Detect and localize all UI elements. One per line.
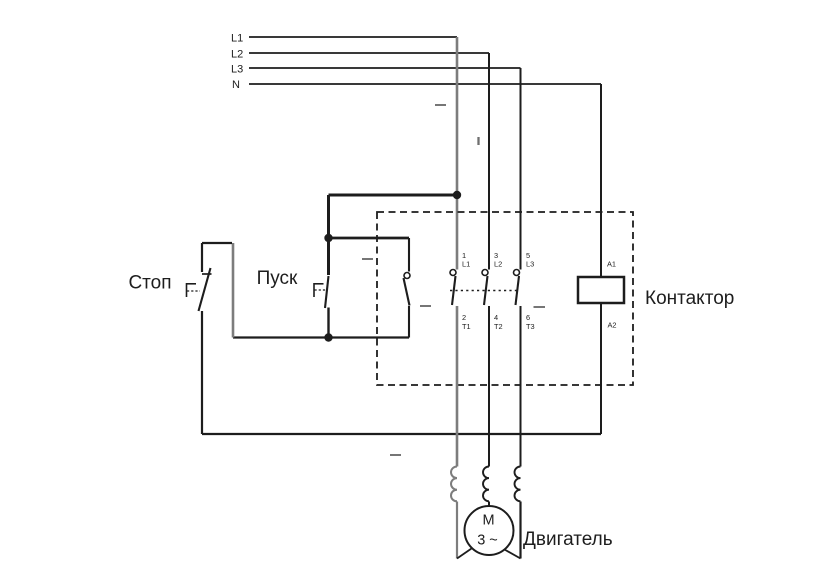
coil-terminal-a2-label: A2 bbox=[608, 321, 617, 330]
contact-terminal-circle bbox=[512, 268, 521, 277]
pole1-bottom-terminal-name: T1 bbox=[462, 322, 471, 331]
pole1-top-terminal-number: 1 bbox=[462, 251, 466, 260]
pole3-bottom-terminal-name: T3 bbox=[526, 322, 535, 331]
coil-terminal-a1-label: A1 bbox=[607, 260, 616, 269]
pole2-top-terminal-number: 3 bbox=[494, 251, 498, 260]
junction-dot bbox=[452, 190, 462, 200]
contact-terminal-circle bbox=[481, 268, 489, 277]
pole1-bottom-terminal-number: 2 bbox=[462, 313, 466, 322]
contactor-coil: A1 A2 bbox=[576, 260, 626, 330]
coil-symbol bbox=[576, 275, 626, 305]
main-contact-pole-2: 3 L2 4 T2 bbox=[481, 251, 503, 331]
rail-label-l1: L1 bbox=[231, 33, 243, 45]
motor-label: Двигатель bbox=[523, 529, 613, 550]
stop-button-symbol: Стоп bbox=[128, 243, 212, 312]
contact-terminal-circle bbox=[449, 268, 457, 277]
contactor-box: Контактор bbox=[376, 211, 734, 386]
main-contact-pole-3: 5 L3 6 T3 bbox=[512, 251, 535, 331]
aux-contact-symbol bbox=[402, 238, 411, 338]
contact-blade bbox=[323, 275, 330, 309]
main-contact-pole-1: 1 L1 2 T1 bbox=[449, 251, 471, 331]
choke-coil-l3 bbox=[513, 465, 521, 503]
start-button-symbol: Пуск bbox=[257, 238, 330, 338]
stop-label: Стоп bbox=[128, 273, 171, 294]
artifact-marks bbox=[362, 104, 545, 456]
motor-lead-right-diagonal bbox=[504, 548, 521, 560]
pole3-top-terminal-number: 5 bbox=[526, 251, 530, 260]
rail-label-l2: L2 bbox=[231, 49, 243, 61]
pole2-bottom-terminal-number: 4 bbox=[494, 313, 498, 322]
pole3-bottom-terminal-number: 6 bbox=[526, 313, 530, 322]
contact-blade bbox=[402, 277, 411, 306]
motor-letter: M bbox=[482, 513, 494, 529]
contactor-label: Контактор bbox=[645, 288, 734, 309]
motor-phase-symbol: 3 ~ bbox=[477, 533, 498, 549]
pole2-bottom-terminal-name: T2 bbox=[494, 322, 503, 331]
choke-coil-l2 bbox=[482, 465, 490, 503]
start-label: Пуск bbox=[257, 268, 298, 289]
main-contact-poles: 1 L1 2 T1 3 L2 4 T2 5 L3 6 T3 bbox=[449, 251, 535, 467]
choke-coil-l1 bbox=[450, 465, 458, 503]
motor-circle bbox=[463, 505, 515, 556]
power-rails: L1 L2 L3 N bbox=[231, 33, 602, 277]
rail-label-n: N bbox=[232, 79, 240, 91]
contact-terminal-circle bbox=[403, 271, 411, 280]
control-circuit-wires bbox=[200, 190, 602, 436]
motor-lead-left-diagonal bbox=[456, 547, 473, 560]
pole2-top-terminal-name: L2 bbox=[494, 260, 502, 269]
contactor-boundary bbox=[376, 211, 634, 386]
pole1-top-terminal-name: L1 bbox=[462, 260, 470, 269]
pole3-top-terminal-name: L3 bbox=[526, 260, 534, 269]
contact-blade bbox=[514, 275, 521, 306]
motor-symbol: M 3 ~ Двигатель bbox=[450, 465, 613, 560]
rail-label-l3: L3 bbox=[231, 64, 243, 76]
contact-blade bbox=[450, 275, 457, 306]
contact-blade bbox=[482, 275, 489, 306]
contact-blade bbox=[197, 267, 212, 312]
